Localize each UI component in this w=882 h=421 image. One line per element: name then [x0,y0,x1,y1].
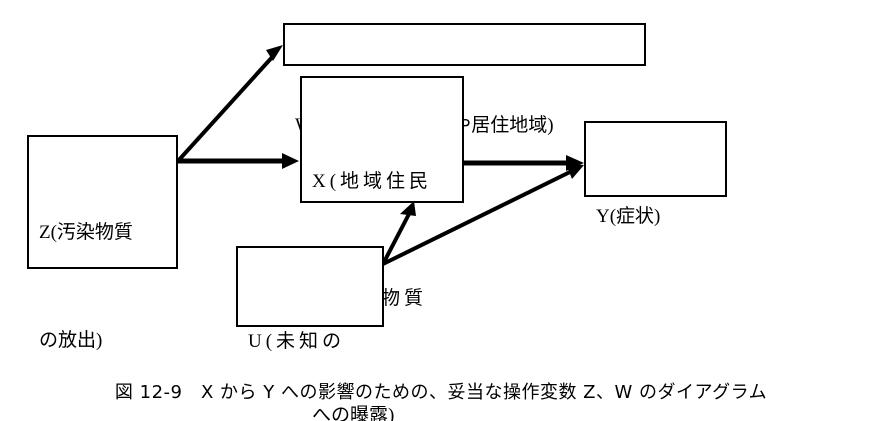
node-x-line1: X(地域住民 [312,171,433,192]
node-x[interactable]: X(地域住民 の汚染物質 への曝露) [300,76,464,421]
node-w[interactable]: W(工場からの距離や居住地域) [283,23,646,136]
edge-u-to-y [382,164,584,266]
node-y-text: Y(症状) [586,127,725,307]
node-x-line3: への曝露) [312,405,395,421]
node-u-text: U(未知の 交絡要因) [238,252,382,421]
edge-z-to-x [178,153,299,169]
edge-u-to-x [381,201,416,265]
node-u[interactable]: U(未知の 交絡要因) [236,246,384,352]
node-z[interactable]: Z(汚染物質 の放出) [27,135,178,351]
node-z-text: Z(汚染物質 の放出) [29,143,176,421]
figure-caption: 図 12-9 X から Y への影響のための、妥当な操作変数 Z、W のダイアグ… [114,382,768,403]
node-z-line2: の放出) [39,330,103,351]
node-y-line1: Y(症状) [596,206,661,227]
node-z-line1: Z(汚染物質 [39,222,133,243]
edge-z-to-w [176,45,283,163]
node-y[interactable]: Y(症状) [584,121,727,227]
node-u-line1: U(未知の [248,331,346,352]
